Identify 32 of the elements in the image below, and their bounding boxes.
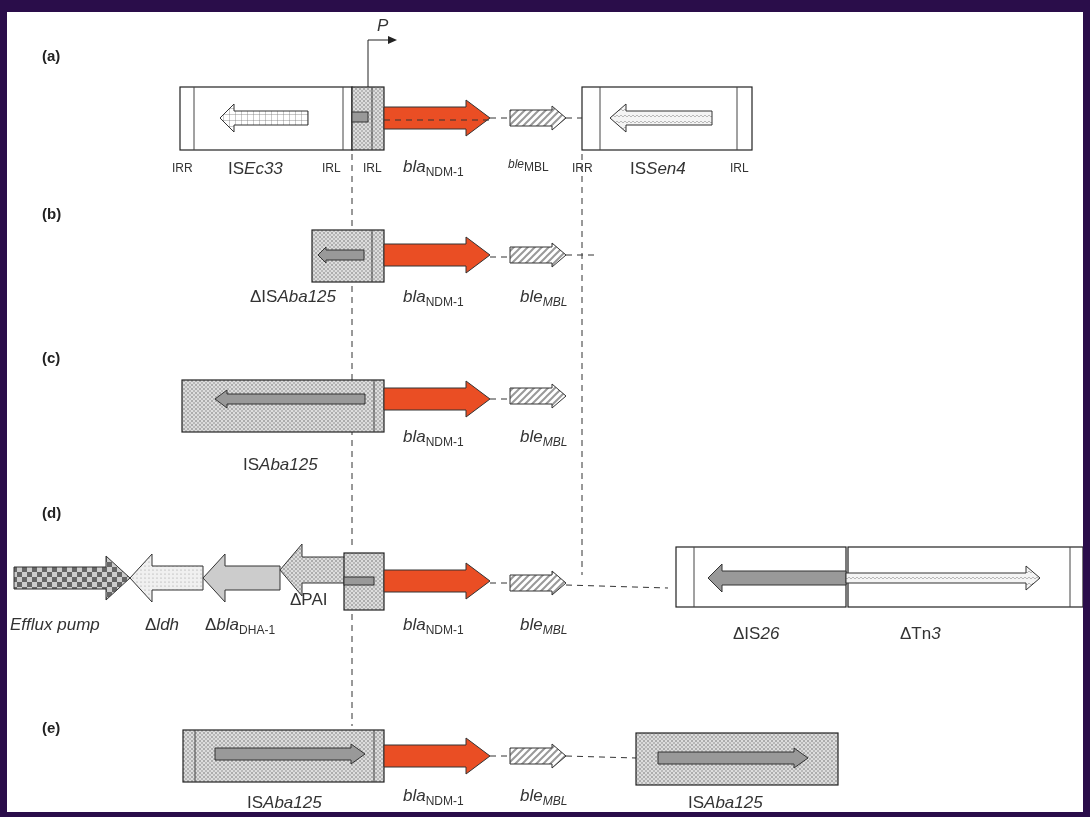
gene-label: ΔPAI — [290, 591, 328, 608]
gene-label: ΔTn3 — [900, 625, 941, 642]
gene-label: IRL — [730, 162, 749, 174]
panel-letter: (e) — [42, 720, 61, 735]
gene-label: ble$_{MBL}$ — [520, 787, 568, 808]
gene-label: ISAba125 — [247, 794, 322, 811]
gene-label: ISSen4 — [630, 160, 686, 177]
panel-letter: (a) — [42, 48, 61, 63]
gene-label: IRR — [172, 162, 193, 174]
gene-label: bla$_{NDM-1}$ — [403, 288, 464, 309]
gene-label: ble$_{MBL}$ — [520, 616, 568, 637]
gene-label: ΔISAba125 — [250, 288, 337, 305]
panel-letter: (b) — [42, 206, 62, 221]
gene-label: bla$_{NDM-1}$ — [403, 787, 464, 808]
panel-letter: (d) — [42, 505, 62, 520]
gene-label: P — [377, 17, 389, 34]
gene-label: bla$_{NDM-1}$ — [403, 428, 464, 449]
gene-label: IRL — [363, 162, 382, 174]
gene-label: ble$_{MBL}$ — [520, 288, 568, 309]
gene-label: Δldh — [145, 616, 180, 633]
gene-label: IRR — [572, 162, 593, 174]
gene-label: bla$_{NDM-1}$ — [403, 616, 464, 637]
gene-label: ISAba125 — [243, 456, 318, 473]
gene-label: ble$_{MBL}$ — [520, 428, 568, 449]
panel-letter: (c) — [42, 350, 61, 365]
gene-label: Δbla$_{DHA-1}$ — [205, 616, 276, 637]
gene-label: ΔIS26 — [733, 625, 780, 642]
gene-label: bla$_{NDM-1}$ — [403, 158, 464, 179]
gene-label: IRL — [322, 162, 341, 174]
gene-label: ISAba125 — [688, 794, 763, 811]
gene-label: ISEc33 — [228, 160, 283, 177]
gene-label: Efflux pump — [10, 616, 100, 633]
